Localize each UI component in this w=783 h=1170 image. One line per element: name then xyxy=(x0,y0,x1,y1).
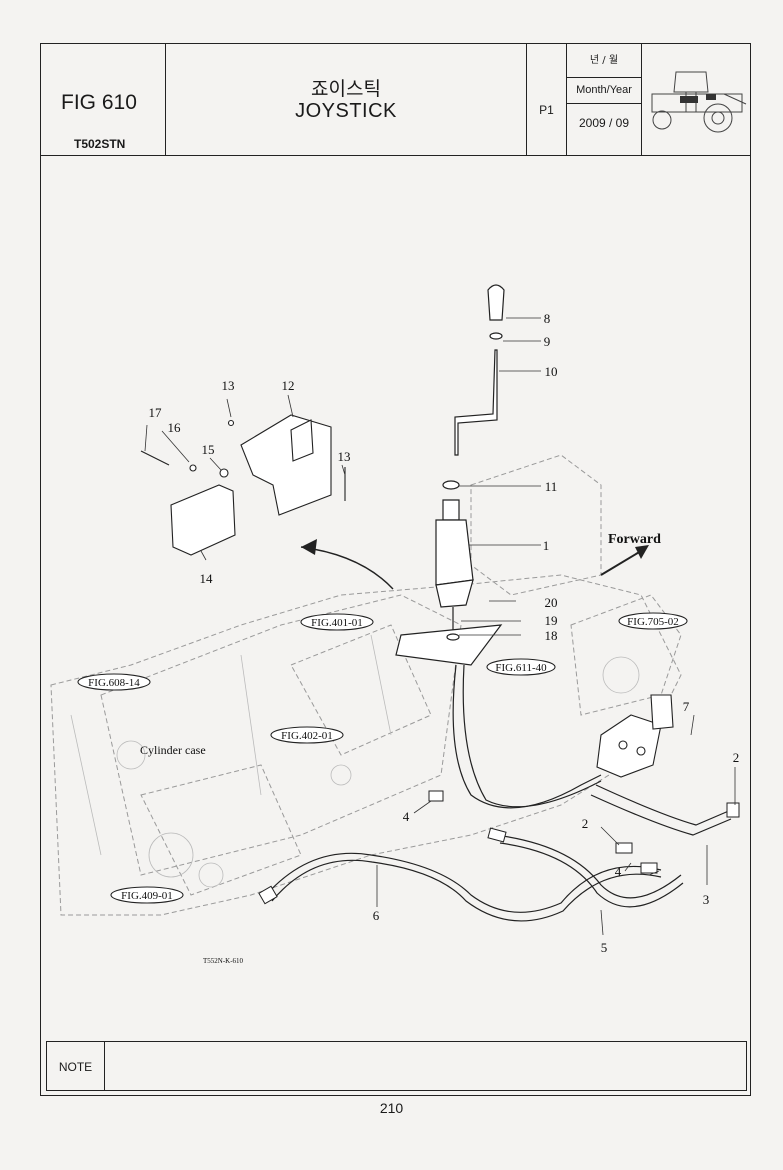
ref-fig-401: FIG.401-01 xyxy=(311,617,363,629)
callout-16: 16 xyxy=(168,420,182,435)
callout-4-left: 4 xyxy=(403,809,410,824)
callout-9: 9 xyxy=(544,334,551,349)
title-korean: 죠이스틱 xyxy=(311,78,381,100)
ref-fig-705: FIG.705-02 xyxy=(627,616,679,628)
callout-17: 17 xyxy=(149,405,163,420)
callout-20: 20 xyxy=(545,595,558,610)
date-cell: 년 / 월 Month/Year 2009 / 09 xyxy=(567,44,642,155)
callout-13-top: 13 xyxy=(222,378,235,393)
callout-15: 15 xyxy=(202,442,215,457)
date-header-english: Month/Year xyxy=(567,77,641,104)
tractor-thumbnail-icon xyxy=(651,71,747,133)
date-value: 2009 / 09 xyxy=(578,116,630,130)
ref-fig-402: FIG.402-01 xyxy=(281,730,333,742)
callout-13-right: 13 xyxy=(338,449,351,464)
ref-fig-611: FIG.611-40 xyxy=(495,662,547,674)
callout-18: 18 xyxy=(545,628,558,643)
callout-8: 8 xyxy=(544,311,551,326)
cylinder-case-label: Cylinder case xyxy=(140,743,206,757)
note-label: NOTE xyxy=(47,1042,105,1090)
callout-7: 7 xyxy=(683,699,690,714)
title-block: FIG 610 T502STN 죠이스틱 JOYSTICK P1 년 / 월 M… xyxy=(41,44,750,156)
callout-3: 3 xyxy=(703,892,710,907)
callout-12: 12 xyxy=(282,378,295,393)
parts-sheet: FIG 610 T502STN 죠이스틱 JOYSTICK P1 년 / 월 M… xyxy=(40,43,751,1096)
page-number: 210 xyxy=(379,1100,404,1116)
page-cell: P1 xyxy=(527,44,567,155)
callout-6: 6 xyxy=(373,908,380,923)
drawing-code: T552N-K-610 xyxy=(203,957,244,965)
note-row: NOTE xyxy=(46,1041,747,1091)
forward-label: Forward xyxy=(608,532,661,547)
callout-2-right: 2 xyxy=(733,750,740,765)
exploded-parts-drawing: FIG.401-01 FIG.705-02 FIG.608-14 FIG.611… xyxy=(50,284,740,965)
callout-5: 5 xyxy=(601,940,608,955)
ref-fig-409: FIG.409-01 xyxy=(121,890,173,902)
callout-14: 14 xyxy=(200,571,214,586)
callout-11: 11 xyxy=(545,479,558,494)
callout-19: 19 xyxy=(545,613,558,628)
callout-4-right: 4 xyxy=(615,864,622,879)
callout-2-middle: 2 xyxy=(582,816,589,831)
callout-10: 10 xyxy=(545,364,558,379)
tractor-thumbnail-cell xyxy=(642,44,752,155)
date-header-korean: 년 / 월 xyxy=(567,52,641,78)
title-english: JOYSTICK xyxy=(295,100,397,122)
fig-number: FIG 610 xyxy=(61,91,137,114)
sheet-page: P1 xyxy=(539,103,554,117)
title-cell: 죠이스틱 JOYSTICK xyxy=(166,44,527,155)
ref-fig-608: FIG.608-14 xyxy=(88,677,140,689)
fig-cell: FIG 610 T502STN xyxy=(41,44,166,155)
callout-1: 1 xyxy=(543,538,550,553)
model-code: T502STN xyxy=(74,137,126,151)
